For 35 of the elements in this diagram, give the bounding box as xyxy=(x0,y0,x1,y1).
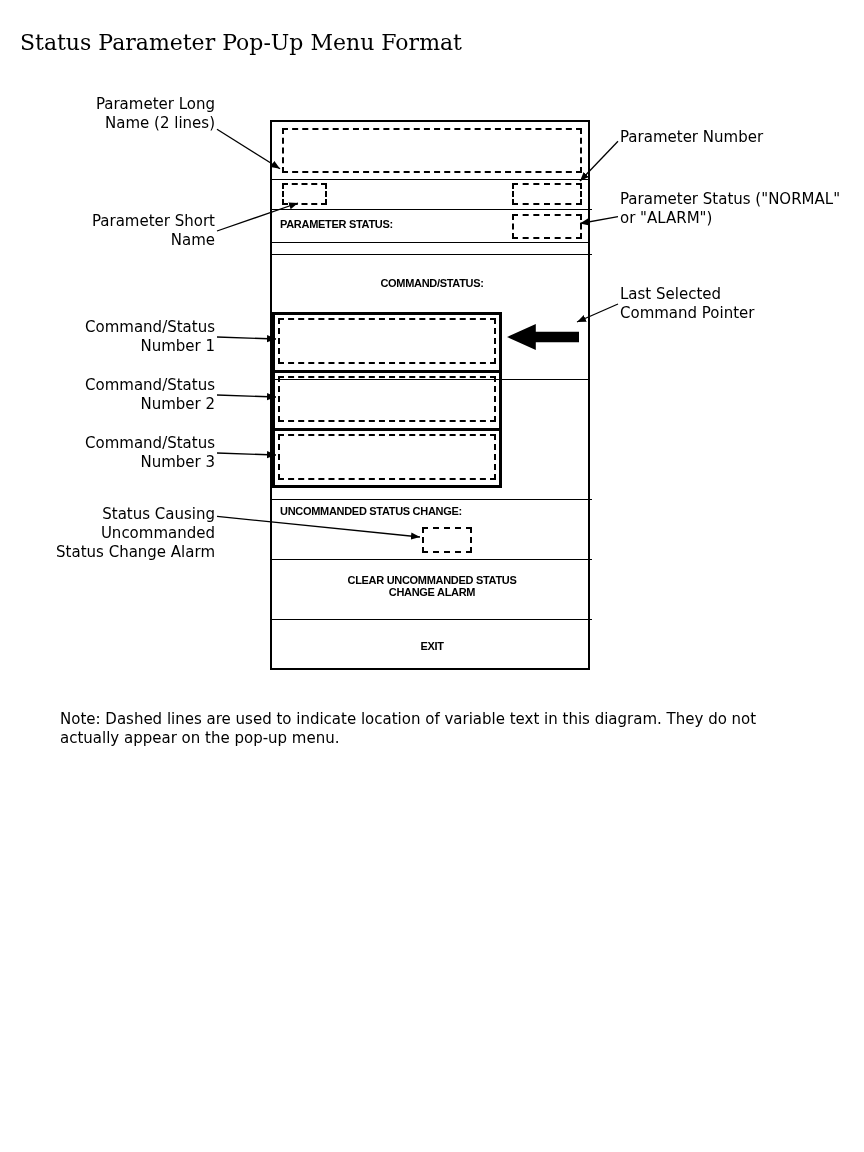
variable-text-field xyxy=(282,128,582,173)
diagram-title: Status Parameter Pop-Up Menu Format xyxy=(20,30,463,55)
row-label: CLEAR UNCOMMANDED STATUS CHANGE ALARM xyxy=(346,574,518,598)
variable-text-field xyxy=(422,527,472,553)
row-label: COMMAND/STATUS: xyxy=(379,277,485,289)
popup-menu-frame xyxy=(270,120,590,670)
variable-text-field xyxy=(278,434,496,480)
callout-label: Last Selected Command Pointer xyxy=(620,285,780,323)
leader-line xyxy=(579,215,619,226)
menu-item-text: EXIT xyxy=(419,640,445,652)
callout-label: Parameter Short Name xyxy=(55,212,215,250)
variable-text-field xyxy=(278,376,496,422)
pointer-icon xyxy=(507,324,579,350)
variable-text-field xyxy=(512,214,582,239)
callout-label: Parameter Number xyxy=(620,128,770,147)
callout-label: Status Causing Uncommanded Status Change Alarm xyxy=(55,505,215,562)
leader-line xyxy=(579,140,619,182)
note-text: Note: Dashed lines are used to indicate location of variable text in this diagram. They do not actually appear on the pop-up menu. xyxy=(60,710,758,748)
callout-label: Parameter Long Name (2 lines) xyxy=(55,95,215,133)
leader-line xyxy=(216,202,299,232)
leader-line xyxy=(216,335,277,343)
callout-label: Parameter Status ("NORMAL" or "ALARM") xyxy=(620,190,850,228)
leader-line xyxy=(216,451,277,459)
leader-line xyxy=(216,515,421,540)
callout-label: Command/Status Number 1 xyxy=(55,318,215,356)
row-label: UNCOMMANDED STATUS CHANGE: xyxy=(280,505,463,517)
callout-label: Command/Status Number 2 xyxy=(55,376,215,414)
row-label: PARAMETER STATUS: xyxy=(280,218,394,230)
leader-line xyxy=(216,128,281,170)
variable-text-field xyxy=(278,318,496,364)
variable-text-field xyxy=(282,183,327,205)
leader-line xyxy=(216,393,277,401)
callout-label: Command/Status Number 3 xyxy=(55,434,215,472)
variable-text-field xyxy=(512,183,582,205)
leader-line xyxy=(576,303,619,323)
